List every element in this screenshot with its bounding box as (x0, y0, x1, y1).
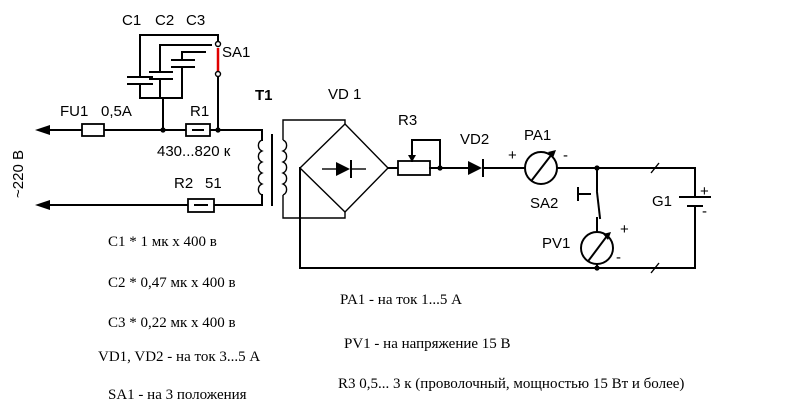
r1-label: R1 (190, 103, 209, 120)
note-c2: С2 * 0,47 мк х 400 в (108, 275, 236, 291)
note-c1: С1 * 1 мк х 400 в (108, 234, 217, 250)
r3-label: R3 (398, 112, 417, 129)
pa1-plus: + (508, 147, 517, 164)
r1-value: 430...820 к (157, 143, 231, 160)
note-sa1: SA1 - на 3 положения (108, 387, 247, 403)
r3-rheostat: R3 (397, 112, 469, 176)
vd1-label: VD 1 (328, 86, 361, 103)
pv1-minus: - (616, 249, 621, 266)
note-c3: С3 * 0,22 мк х 400 в (108, 315, 236, 331)
c1-label: C1 (122, 12, 141, 29)
pv1-plus: + (620, 221, 629, 238)
sa2-label: SA2 (530, 195, 558, 212)
c2-label: C2 (155, 12, 174, 29)
pa1-ammeter: PA1 + - (508, 127, 660, 185)
c3-label: C3 (186, 12, 205, 29)
note-pv1: PV1 - на напряжение 15 В (344, 336, 511, 352)
fu1-fuse: FU1 0,5А (60, 103, 132, 137)
sa1-switch: SA1 (214, 40, 250, 131)
g1-minus: - (702, 203, 707, 220)
note-vd: VD1, VD2 - на ток 3...5 А (98, 349, 260, 365)
vd2-diode: VD2 (460, 131, 525, 177)
capacitor-bank: C1 C2 C3 (122, 12, 219, 131)
t1-label: T1 (255, 87, 273, 104)
r2-label: R2 (174, 175, 193, 192)
note-pa1: PA1 - на ток 1...5 А (340, 292, 462, 308)
r2-resistor: R2 51 (174, 175, 222, 213)
pv1-label: PV1 (542, 235, 570, 252)
notes-left: С1 * 1 мк х 400 в С2 * 0,47 мк х 400 в С… (98, 234, 260, 403)
notes-right: PA1 - на ток 1...5 А PV1 - на напряжение… (338, 292, 684, 392)
vd1-bridge: VD 1 (298, 86, 399, 269)
vd2-label: VD2 (460, 131, 489, 148)
mains-input: ~220 В (10, 125, 251, 210)
return-wire (299, 262, 696, 274)
sa2-switch: SA2 (530, 167, 602, 233)
mains-voltage-label: ~220 В (10, 150, 27, 198)
fu1-rating: 0,5А (101, 103, 132, 120)
pa1-label: PA1 (524, 127, 551, 144)
g1-label: G1 (652, 193, 672, 210)
r2-value: 51 (205, 175, 222, 192)
g1-plus: + (700, 183, 709, 200)
t1-transformer: T1 (249, 87, 346, 219)
pv1-voltmeter: PV1 + - (542, 221, 629, 271)
note-r3: R3 0,5... 3 к (проволочный, мощностью 15… (338, 376, 684, 392)
g1-battery: G1 + - (652, 167, 711, 269)
pa1-minus: - (563, 147, 568, 164)
fu1-label: FU1 (60, 103, 88, 120)
sa1-label: SA1 (222, 44, 250, 61)
r1-resistor: R1 430...820 к (157, 103, 231, 160)
